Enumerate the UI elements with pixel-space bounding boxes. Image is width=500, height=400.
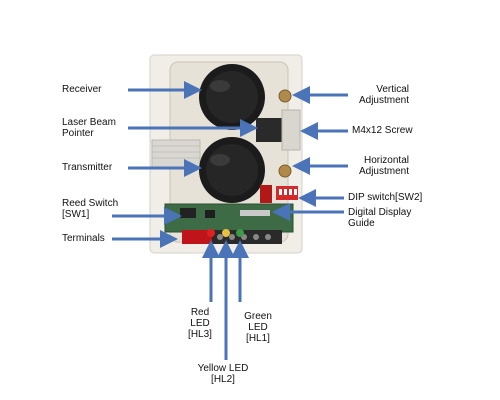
green-led <box>236 229 244 237</box>
label-horizontal-adjustment: Horizontal Adjustment <box>358 155 409 177</box>
yellow-led <box>222 229 230 237</box>
label-dip-switch: DIP switch[SW2] <box>348 192 423 203</box>
ribbon-cable <box>151 139 201 169</box>
digital-display <box>260 185 272 203</box>
laser-pointer-block <box>256 118 282 142</box>
label-transmitter: Transmitter <box>62 162 113 173</box>
label-digital-display: Digital Display Guide <box>348 207 412 229</box>
label-vertical-adjustment: Vertical Adjustment <box>358 84 409 106</box>
label-terminals: Terminals <box>62 233 105 244</box>
horizontal-adjust-screw <box>278 164 292 178</box>
vertical-adjust-screw <box>278 89 292 103</box>
label-screw: M4x12 Screw <box>352 125 413 136</box>
label-green-led: Green LED [HL1] <box>244 311 272 344</box>
label-receiver: Receiver <box>62 84 102 95</box>
label-laser-pointer: Laser Beam Pointer <box>62 117 116 139</box>
label-yellow-led: Yellow LED [HL2] <box>197 363 249 385</box>
label-reed-switch: Reed Switch [SW1] <box>62 198 119 220</box>
red-led <box>207 229 215 237</box>
label-red-led: Red LED [HL3] <box>188 307 212 340</box>
